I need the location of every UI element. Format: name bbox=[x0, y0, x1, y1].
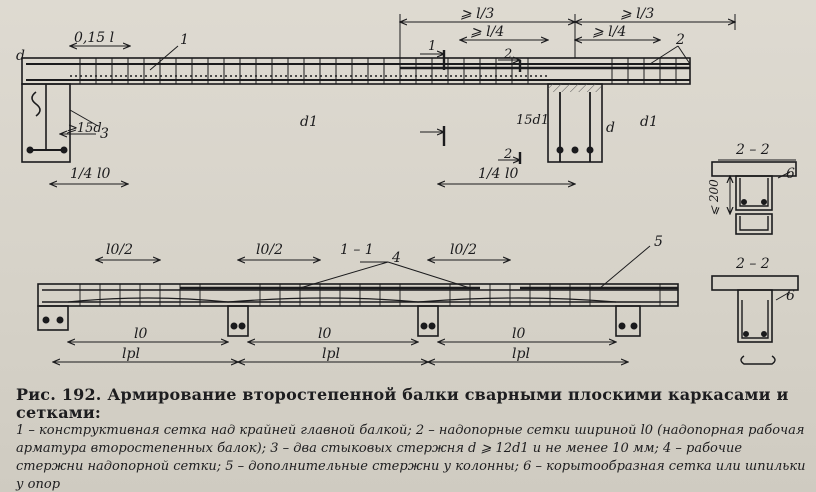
dim-lp1-c: lpl bbox=[512, 346, 530, 362]
label-3: 3 bbox=[100, 126, 109, 142]
dim-l02-a: l0/2 bbox=[106, 242, 133, 258]
top-dimensions bbox=[50, 14, 735, 184]
label-6-bottom: 6 bbox=[786, 288, 795, 304]
cut-1: 1 bbox=[428, 39, 436, 54]
figure-legend: 1 – конструктивная сетка над крайней гла… bbox=[16, 423, 806, 492]
dim-015l: 0,15 l bbox=[74, 30, 114, 46]
dim-15d1: 15d1 bbox=[516, 113, 549, 128]
dim-l02-c: l0/2 bbox=[450, 242, 477, 258]
cut-2-b: 2 bbox=[503, 147, 512, 162]
section-2-2-bottom bbox=[711, 275, 799, 365]
label-d1-a: d1 bbox=[300, 114, 318, 130]
figure-caption: Рис. 192. Армирование второстепенной бал… bbox=[16, 386, 808, 492]
label-5: 5 bbox=[654, 234, 663, 250]
figure-title: Рис. 192. Армирование второстепенной бал… bbox=[16, 385, 789, 422]
top-beam-elevation bbox=[21, 57, 691, 163]
dim-l4-b: ⩾ l/4 bbox=[592, 24, 626, 40]
dim-l02-b: l0/2 bbox=[256, 242, 283, 258]
label-d1-b: d1 bbox=[640, 114, 658, 130]
label-d: d bbox=[16, 48, 25, 64]
dim-200: ⩽ 200 bbox=[707, 179, 721, 216]
dim-l0-b: l0 bbox=[318, 326, 331, 342]
dim-l3-b: ⩾ l/3 bbox=[620, 6, 654, 22]
section-2-2-top bbox=[711, 159, 797, 235]
section-11-title: 1 – 1 bbox=[340, 242, 374, 258]
dim-l0-c: l0 bbox=[512, 326, 525, 342]
label-4: 4 bbox=[391, 250, 401, 266]
label-6-top: 6 bbox=[786, 166, 795, 182]
section-22-top-title: 2 – 2 bbox=[735, 142, 770, 158]
section-22-bottom-title: 2 – 2 bbox=[735, 256, 770, 272]
dim-lp1-a: lpl bbox=[122, 346, 140, 362]
label-2: 2 bbox=[675, 32, 685, 48]
label-1: 1 bbox=[180, 32, 189, 48]
label-d-b: d bbox=[606, 120, 615, 136]
dim-l0-a: l0 bbox=[134, 326, 147, 342]
bottom-dimensions bbox=[53, 245, 651, 362]
dim-l3-a: ⩾ l/3 bbox=[460, 6, 494, 22]
cut-2-a: 2 bbox=[503, 47, 512, 62]
reinforcement-drawing: 0,15 l ⩾ l/3 ⩾ l/3 ⩾ l/4 ⩾ l/4 ⩾15d 1/4 … bbox=[16, 6, 799, 380]
dim-15d: ⩾15d bbox=[66, 121, 102, 136]
dim-l4-a: ⩾ l/4 bbox=[470, 24, 504, 40]
drawing-labels: 0,15 l ⩾ l/3 ⩾ l/3 ⩾ l/4 ⩾ l/4 ⩾15d 1/4 … bbox=[16, 6, 795, 362]
bottom-beam-elevation bbox=[37, 283, 679, 337]
dim-14l0-a: 1/4 l0 bbox=[70, 166, 110, 182]
dim-lp1-b: lpl bbox=[322, 346, 340, 362]
dim-14l0-b: 1/4 l0 bbox=[478, 166, 518, 182]
